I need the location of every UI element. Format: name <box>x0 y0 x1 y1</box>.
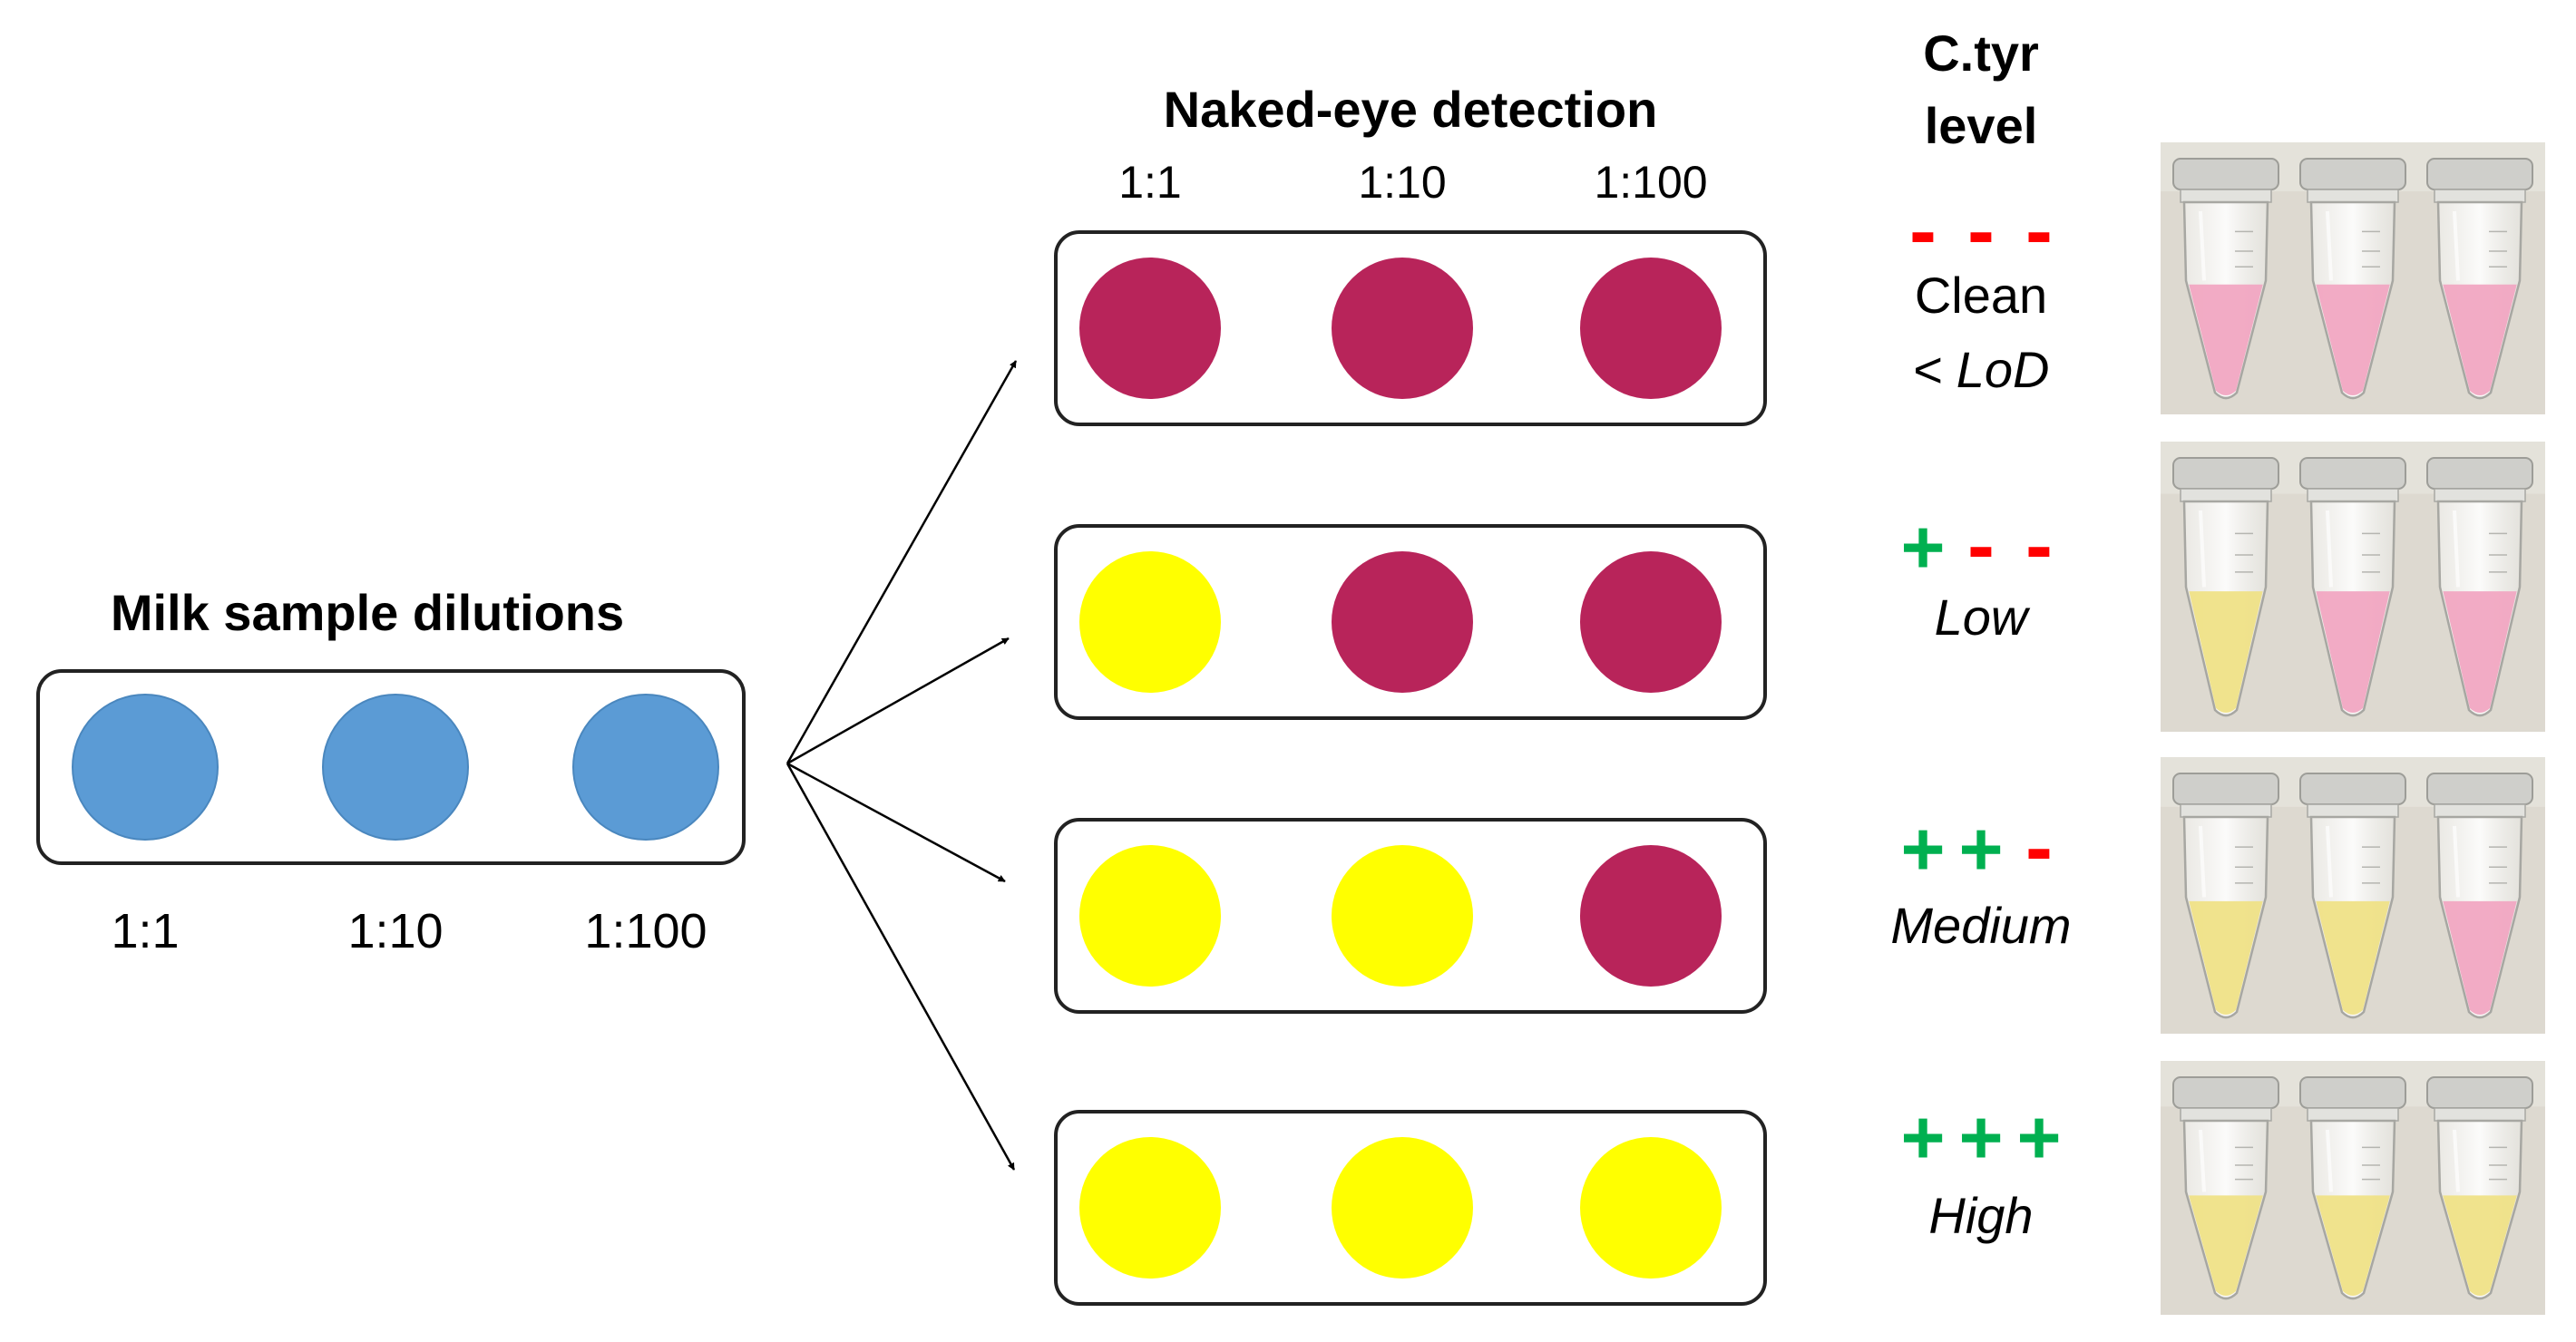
yellow-liquid <box>2443 1195 2517 1296</box>
tube <box>2299 457 2406 717</box>
pink-liquid <box>2189 284 2263 395</box>
detection-row <box>1054 524 1767 720</box>
positive-dot <box>1079 551 1221 693</box>
level-title-line2: level <box>1925 97 2038 154</box>
arrow <box>785 360 1018 764</box>
milk-sample-dot <box>72 694 219 841</box>
milk-dilution-label: 1:100 <box>584 904 707 958</box>
level-row: ---Clean < LoD <box>1909 186 2053 398</box>
negative-dot <box>1580 258 1722 399</box>
detection-row <box>1054 230 1767 426</box>
detection-dilution-label: 1:100 <box>1594 157 1707 208</box>
tube-photo <box>2161 442 2545 732</box>
level-row: ++-Medium <box>1890 802 2071 954</box>
negative-dot <box>1079 258 1221 399</box>
minus-sign: - <box>2025 186 2053 277</box>
tube <box>2299 158 2406 400</box>
branch-arrows <box>785 360 1018 1171</box>
tube <box>2426 457 2533 717</box>
level-sublabel: Medium <box>1890 897 2071 954</box>
level-label: Clean <box>1915 267 2047 324</box>
tube <box>2172 457 2279 717</box>
milk-sample-dot <box>322 694 469 841</box>
negative-dot <box>1580 845 1722 987</box>
level-row: +++High <box>1900 1094 2061 1244</box>
milk-dilution-label: 1:1 <box>111 904 179 958</box>
plus-sign: + <box>1958 806 2003 891</box>
milk-dilutions-title: Milk sample dilutions <box>111 584 624 641</box>
level-sublabel: Low <box>1935 588 2031 646</box>
pink-liquid <box>2443 900 2517 1015</box>
detection-dilution-label: 1:10 <box>1358 157 1446 208</box>
plus-sign: + <box>1900 504 1945 589</box>
arrow <box>786 637 1010 765</box>
tube <box>2426 773 2533 1019</box>
tube <box>2426 158 2533 400</box>
pink-liquid <box>2443 591 2517 713</box>
plus-sign: + <box>2016 1094 2061 1180</box>
tube-photo <box>2161 142 2545 414</box>
detection-row <box>1054 1110 1767 1306</box>
minus-sign: - <box>2025 802 2053 893</box>
minus-sign: - <box>1909 186 1937 277</box>
level-title-line1: C.tyr <box>1923 24 2039 82</box>
positive-dot <box>1332 845 1473 987</box>
tube <box>2426 1076 2533 1300</box>
pink-liquid <box>2316 591 2390 713</box>
minus-sign: - <box>1967 186 1995 277</box>
tube <box>2299 773 2406 1019</box>
positive-dot <box>1580 1137 1722 1279</box>
yellow-liquid <box>2189 591 2263 713</box>
plus-sign: + <box>1958 1094 2003 1180</box>
level-row: +--Low <box>1900 501 2053 646</box>
pink-liquid <box>2316 284 2390 395</box>
yellow-liquid <box>2316 900 2390 1015</box>
level-sublabel: High <box>1928 1187 2033 1244</box>
detection-dilution-label: 1:1 <box>1118 157 1182 208</box>
level-sublabel: < LoD <box>1913 341 2050 398</box>
yellow-liquid <box>2189 1195 2263 1296</box>
tube <box>2172 773 2279 1019</box>
detection-title: Naked-eye detection <box>1164 81 1658 138</box>
positive-dot <box>1079 1137 1221 1279</box>
tube-photo <box>2161 757 2545 1034</box>
milk-dilution-label: 1:10 <box>347 904 443 958</box>
arrow <box>786 762 1006 883</box>
yellow-liquid <box>2316 1195 2390 1296</box>
detection-row <box>1054 818 1767 1014</box>
positive-dot <box>1332 1137 1473 1279</box>
negative-dot <box>1332 551 1473 693</box>
minus-sign: - <box>1967 501 1995 591</box>
arrow <box>785 763 1016 1171</box>
plus-sign: + <box>1900 1094 1945 1180</box>
tube <box>2172 158 2279 400</box>
tube-photo <box>2161 1061 2545 1315</box>
tube <box>2299 1076 2406 1300</box>
milk-sample-dot <box>572 694 719 841</box>
tube <box>2172 1076 2279 1300</box>
pink-liquid <box>2443 284 2517 395</box>
negative-dot <box>1332 258 1473 399</box>
yellow-liquid <box>2189 900 2263 1015</box>
negative-dot <box>1580 551 1722 693</box>
plus-sign: + <box>1900 806 1945 891</box>
positive-dot <box>1079 845 1221 987</box>
minus-sign: - <box>2025 501 2053 591</box>
